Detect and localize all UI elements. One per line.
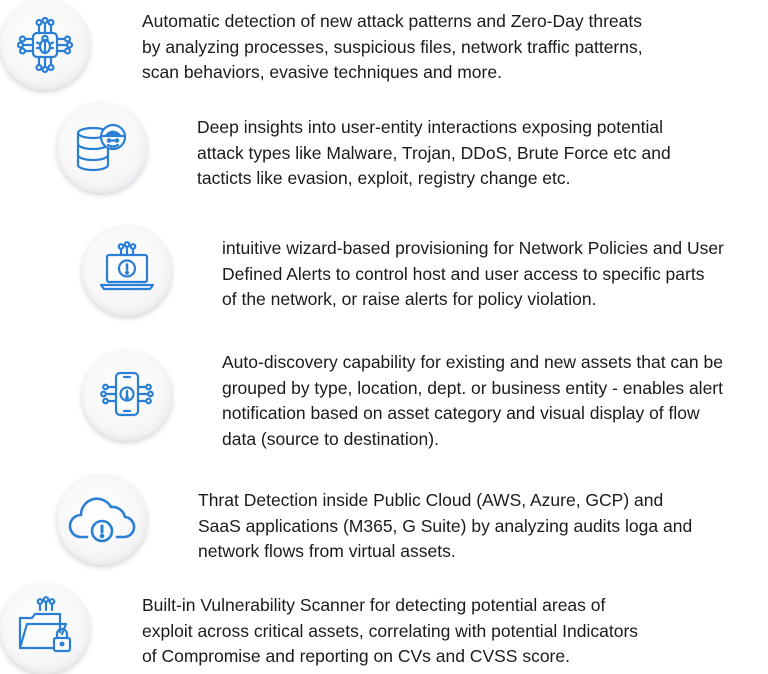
- feature-line: Automatic detection of new attack patter…: [142, 11, 642, 31]
- icon-circle: [0, 0, 90, 90]
- mobile-alert-icon: [100, 371, 154, 417]
- database-spy-icon: [76, 123, 127, 172]
- bug-chip-icon: [16, 16, 74, 74]
- feature-line: exploit across critical assets, correlat…: [142, 620, 639, 641]
- icon-circle: [57, 475, 147, 565]
- feature-description: Automatic detection of new attack patter…: [142, 9, 643, 86]
- feature-line: grouped by type, location, dept. or busi…: [222, 377, 723, 398]
- icon-circle: [82, 226, 172, 316]
- feature-line: tacticts like evasion, exploit, registry…: [197, 168, 571, 188]
- feature-line: of the network, or raise alerts for poli…: [222, 289, 597, 309]
- feature-asset-discovery: Auto-discovery capability for existing a…: [0, 0, 768, 449]
- feature-description: Auto-discovery capability for existing a…: [222, 350, 723, 452]
- icon-circle: [82, 351, 172, 441]
- feature-policy-provisioning: intuitive wizard-based provisioning for …: [0, 0, 768, 316]
- feature-description: Built-in Vulnerability Scanner for detec…: [142, 593, 638, 670]
- feature-line: SaaS applications (M365, G Suite) by ana…: [198, 515, 693, 536]
- feature-line: Built-in Vulnerability Scanner for detec…: [142, 595, 606, 615]
- feature-description: Deep insights into user-entity interacti…: [197, 115, 671, 192]
- feature-line: data (source to destination).: [222, 428, 439, 449]
- feature-line: Thrat Detection inside Public Cloud (AWS…: [198, 490, 664, 510]
- feature-zero-day-detection: Automatic detection of new attack patter…: [0, 0, 768, 110]
- feature-line: Auto-discovery capability for existing a…: [222, 352, 723, 372]
- feature-cloud-threat-detection: Thrat Detection inside Public Cloud (AWS…: [0, 0, 768, 565]
- feature-line: Deep insights into user-entity interacti…: [197, 117, 663, 137]
- feature-line: attack types like Malware, Trojan, DDoS,…: [197, 142, 671, 163]
- feature-description: intuitive wizard-based provisioning for …: [222, 236, 724, 313]
- icon-circle: [57, 103, 147, 193]
- folder-lock-icon: [18, 596, 72, 653]
- feature-line: notification based on asset category and…: [222, 403, 700, 423]
- feature-line: Defined Alerts to control host and user …: [222, 263, 705, 284]
- laptop-alert-icon: [99, 241, 155, 291]
- icon-circle: [0, 584, 90, 674]
- cloud-alert-icon: [68, 497, 136, 543]
- feature-line: intuitive wizard-based provisioning for …: [222, 238, 724, 258]
- feature-line: by analyzing processes, suspicious files…: [142, 36, 643, 57]
- feature-line: scan behaviors, evasive techniques and m…: [142, 62, 502, 82]
- feature-line: of Compromise and reporting on CVs and C…: [142, 646, 570, 666]
- feature-line: network flows from virtual assets.: [198, 541, 456, 561]
- feature-user-entity-insights: Deep insights into user-entity interacti…: [0, 0, 768, 193]
- feature-description: Thrat Detection inside Public Cloud (AWS…: [198, 488, 692, 565]
